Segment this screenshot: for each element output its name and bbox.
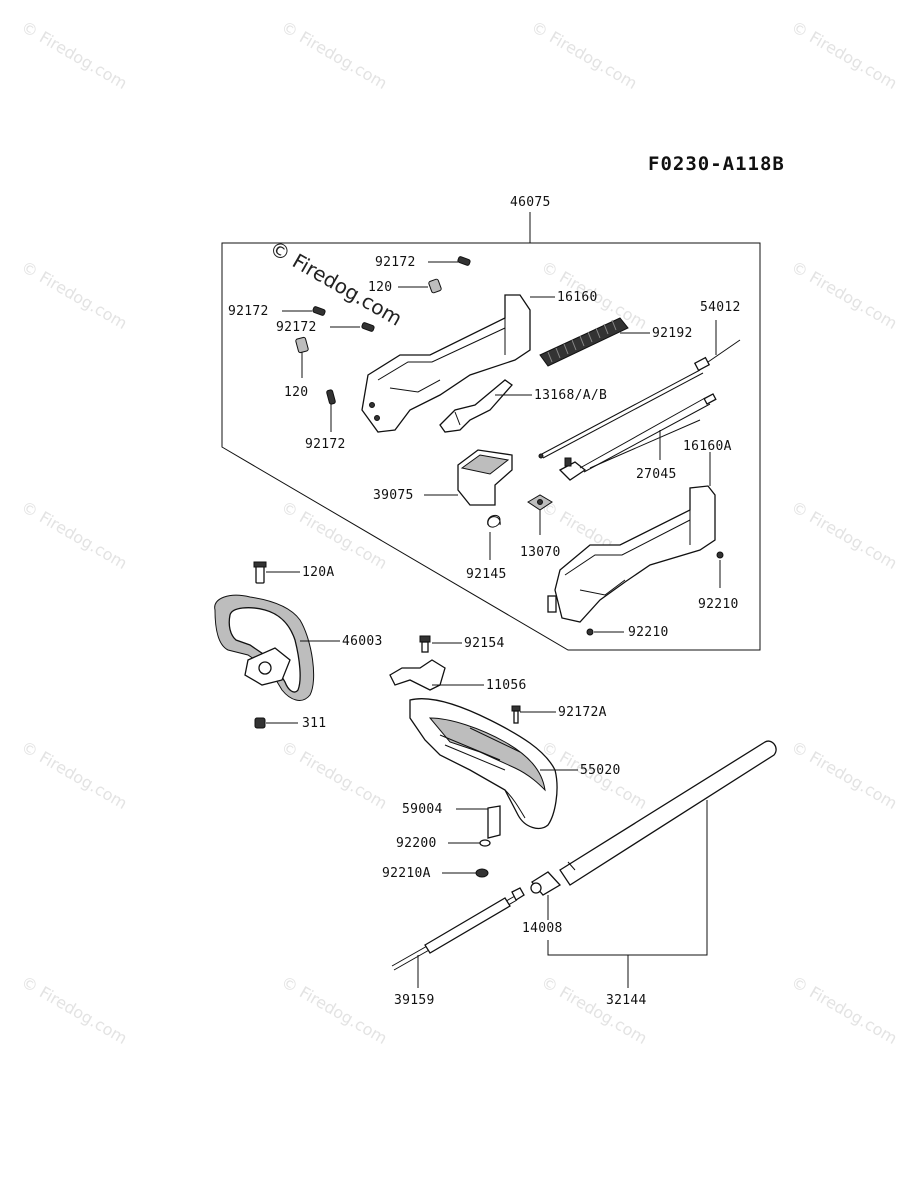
part-label-32144: 32144 — [606, 993, 647, 1008]
watermark: © Firedog.com — [278, 737, 391, 813]
part-label-16160A: 16160A — [683, 439, 732, 454]
guard-55020 — [409, 698, 558, 829]
watermark: © Firedog.com — [18, 972, 131, 1048]
part-label-54012: 54012 — [700, 300, 741, 315]
switch-wire-27045 — [558, 393, 717, 481]
loop-handle-46003 — [214, 594, 315, 701]
nut-92210-a — [716, 551, 724, 559]
watermark: © Firedog.com — [538, 972, 651, 1048]
screw-92172-a — [457, 256, 471, 266]
watermark: © Firedog.com — [18, 737, 131, 813]
nut-311 — [254, 717, 266, 729]
part-label-92210-a: 92210 — [698, 597, 739, 612]
part-label-120A: 120A — [302, 565, 335, 580]
lever-holder-39075 — [457, 449, 513, 506]
handle-half-16160A — [547, 485, 716, 623]
assembly-46075-outline — [221, 242, 761, 651]
part-label-16160: 16160 — [557, 290, 598, 305]
drive-shaft-39159 — [391, 887, 525, 971]
part-label-46003: 46003 — [342, 634, 383, 649]
watermark: © Firedog.com — [278, 497, 391, 573]
part-label-92172-b: 92172 — [228, 304, 269, 319]
watermark: © Firedog.com — [18, 497, 131, 573]
watermark: © Firedog.com — [278, 17, 391, 93]
part-label-13168: 13168/A/B — [534, 388, 607, 403]
part-label-120-a: 120 — [368, 280, 392, 295]
handle-half-16160 — [361, 294, 531, 433]
watermark: © Firedog.com — [788, 257, 901, 333]
part-label-92192: 92192 — [652, 326, 693, 341]
washer-92200 — [479, 839, 491, 847]
spring-92145 — [487, 514, 501, 528]
part-label-120-b: 120 — [284, 385, 308, 400]
watermark: © Firedog.com — [788, 497, 901, 573]
part-label-92172A: 92172A — [558, 705, 607, 720]
part-label-92210A: 92210A — [382, 866, 431, 881]
screw-92172-b — [312, 306, 326, 316]
plate-59004 — [487, 805, 501, 839]
part-label-92172-d: 92172 — [305, 437, 346, 452]
grip-sleeve-92192 — [539, 317, 629, 367]
bolt-120A — [253, 561, 267, 584]
switch-13070 — [527, 494, 553, 511]
screw-120-a — [428, 278, 442, 294]
part-label-14008: 14008 — [522, 921, 563, 936]
nut-92210-b — [586, 628, 594, 636]
part-label-55020: 55020 — [580, 763, 621, 778]
part-label-92172-c: 92172 — [276, 320, 317, 335]
throttle-lever-13168 — [439, 379, 513, 433]
screw-92172-c — [361, 322, 375, 332]
part-label-92200: 92200 — [396, 836, 437, 851]
screw-120-b — [295, 336, 309, 354]
part-label-92145: 92145 — [466, 567, 507, 582]
part-label-46075: 46075 — [510, 195, 551, 210]
bolt-92154 — [419, 635, 431, 653]
watermark: © Firedog.com — [278, 972, 391, 1048]
part-label-39159: 39159 — [394, 993, 435, 1008]
part-label-92172-a: 92172 — [375, 255, 416, 270]
nut-92210A — [475, 868, 489, 878]
part-label-311: 311 — [302, 716, 326, 731]
part-label-92210-b: 92210 — [628, 625, 669, 640]
bracket-11056 — [389, 659, 446, 691]
watermark: © Firedog.com — [788, 17, 901, 93]
screw-92172-d — [326, 389, 336, 405]
part-label-27045: 27045 — [636, 467, 677, 482]
watermark: © Firedog.com — [788, 737, 901, 813]
watermark: © Firedog.com — [18, 257, 131, 333]
part-label-13070: 13070 — [520, 545, 561, 560]
main-pipe-32144 — [530, 740, 777, 896]
part-label-11056: 11056 — [486, 678, 527, 693]
watermark: © Firedog.com — [528, 17, 641, 93]
part-label-92154: 92154 — [464, 636, 505, 651]
throttle-cable-54012 — [538, 339, 741, 459]
part-label-39075: 39075 — [373, 488, 414, 503]
part-label-59004: 59004 — [402, 802, 443, 817]
watermark: © Firedog.com — [788, 972, 901, 1048]
watermark: © Firedog.com — [18, 17, 131, 93]
screw-92172A — [511, 705, 521, 724]
diagram-code: F0230-A118B — [648, 153, 785, 175]
